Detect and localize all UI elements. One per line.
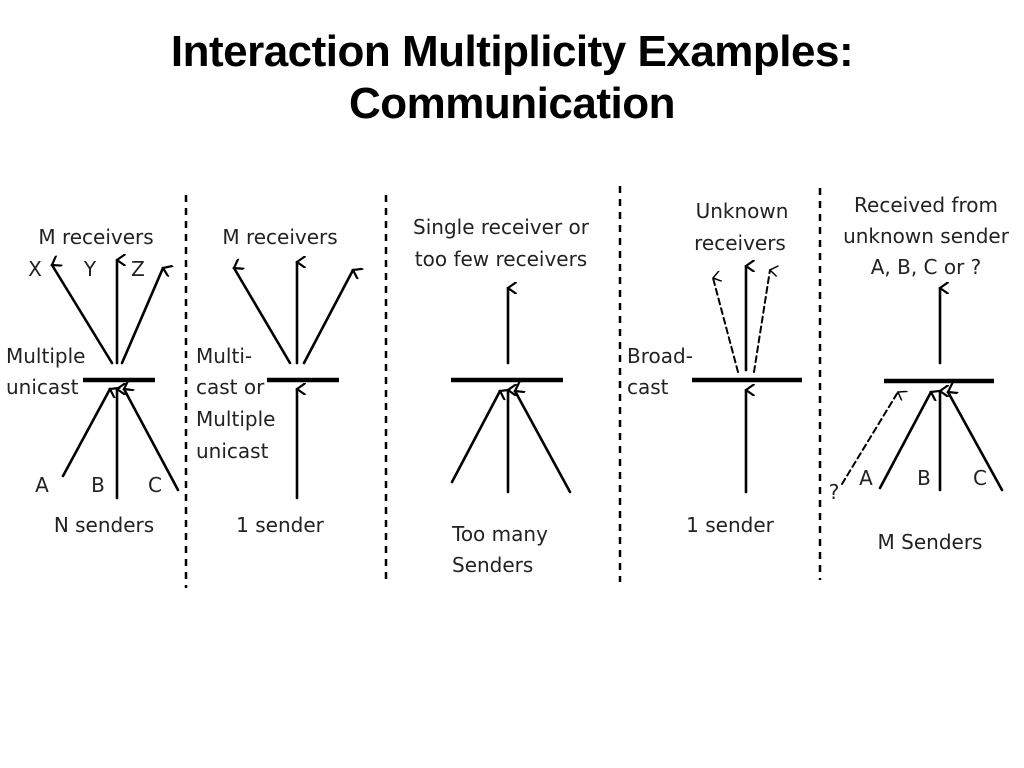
panel-too-many-senders: Single receiver or too few receivers Too… [413,215,590,577]
panel-unknown-sender: Received from unknown sender A, B, C or … [829,193,1010,554]
senders-label-line: Senders [452,553,533,577]
receivers-label: M receivers [38,225,153,249]
panel-multicast: M receivers Multi- cast or Multiple unic… [196,225,353,537]
sender-arrow [124,389,180,492]
receivers-label-line: Single receiver or [413,215,590,239]
sender-letter-a: A [859,466,873,490]
sender-letter-a: A [35,473,49,497]
side-label-line: cast [627,375,669,399]
sender-arrow [450,391,500,484]
receivers-label-line: Unknown [696,199,789,223]
panel-multiple-unicast: M receivers X Y Z Multiple unicast A B C… [6,225,180,537]
sender-arrow [948,392,1004,492]
unknown-receiver-arrow [713,278,739,373]
side-label-line: unicast [6,375,79,399]
receiver-arrow [52,265,114,365]
side-label-line: Multiple [6,344,85,368]
receivers-label-line: Received from [854,193,998,217]
senders-label: 1 sender [236,513,324,537]
side-label-line: Multiple [196,407,275,431]
receiver-letter-x: X [28,257,42,281]
sender-arrow [878,392,931,490]
receiver-letter-y: Y [83,257,97,281]
receivers-label-line: too few receivers [415,247,587,271]
side-label-line: cast or [196,375,265,399]
title-line-2: Communication [349,79,675,128]
sender-arrow [515,391,572,494]
sender-letter-c: C [148,473,162,497]
receivers-label-line: receivers [694,231,786,255]
sender-arrow [61,389,110,478]
senders-label-line: Too many [451,522,548,546]
sender-letter-c: C [973,466,987,490]
receiver-arrow [120,268,163,365]
unknown-receiver-arrow [753,270,770,373]
sender-letter-b: B [917,466,931,490]
receivers-label-line: A, B, C or ? [871,255,982,279]
slide-title: Interaction Multiplicity Examples: Commu… [0,26,1024,130]
panel-broadcast: Unknown receivers Broad- cast 1 sender [627,199,802,537]
receivers-label: M receivers [222,225,337,249]
sender-letter-b: B [91,473,105,497]
receiver-arrow [302,270,353,365]
title-line-1: Interaction Multiplicity Examples: [170,27,854,76]
receiver-letter-z: Z [131,257,145,281]
senders-label: M Senders [878,530,983,554]
side-label-line: Broad- [627,344,693,368]
side-label-line: Multi- [196,344,252,368]
senders-label: N senders [54,513,154,537]
side-label-line: unicast [196,439,269,463]
receivers-label-line: unknown sender [843,224,1010,248]
senders-label: 1 sender [686,513,774,537]
receiver-arrow [234,268,292,365]
unknown-sender-mark: ? [829,480,840,504]
unknown-sender-arrow [841,392,898,485]
